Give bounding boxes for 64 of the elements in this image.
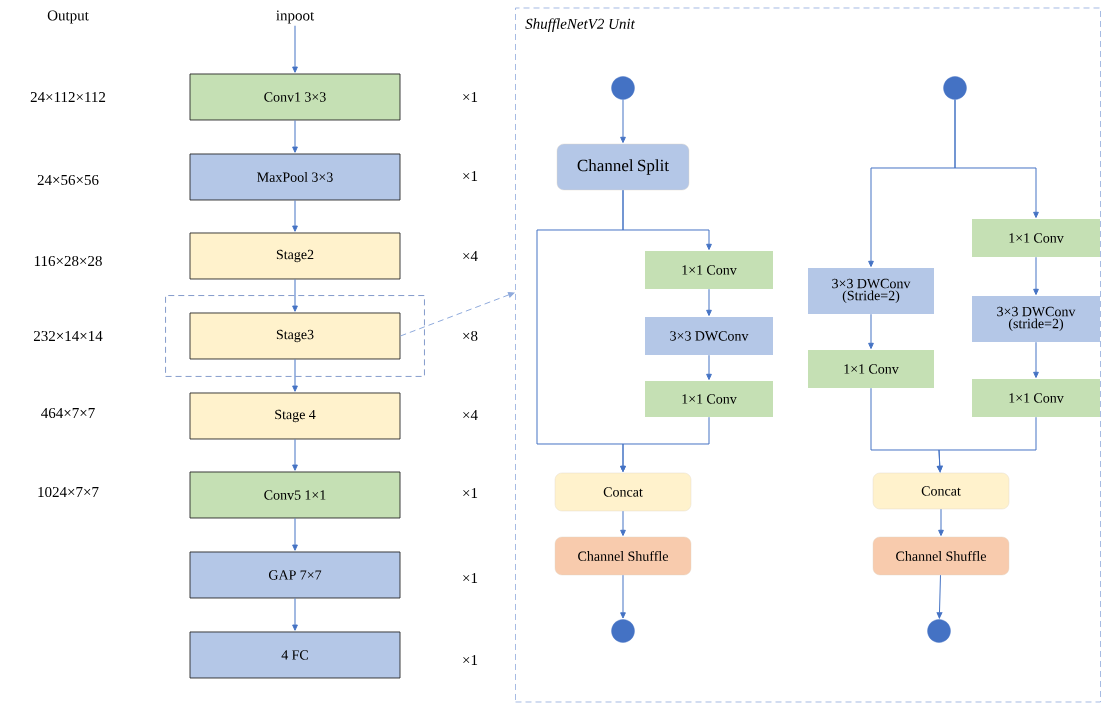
stage-box: Stage2 xyxy=(189,232,401,280)
arrow xyxy=(868,313,874,349)
repeat-count: ×8 xyxy=(463,330,478,342)
arrow xyxy=(620,510,626,536)
conv-box: 1×1 Conv xyxy=(972,219,1100,257)
arrow xyxy=(292,199,298,232)
terminal-dot xyxy=(927,619,951,643)
conv-box: 1×1 Conv xyxy=(645,381,773,417)
repeat-count: ×1 xyxy=(463,573,478,583)
layer-box: MaxPool 3×3 xyxy=(189,153,401,201)
conv-box: 1×1 Conv xyxy=(645,251,773,289)
output-size: 464×7×7 xyxy=(41,407,95,418)
repeat-count: ×4 xyxy=(463,251,478,261)
arrow xyxy=(620,574,626,619)
terminal-dot xyxy=(943,76,967,100)
arrow xyxy=(399,292,515,337)
terminal-dot xyxy=(611,619,635,643)
conv-box: 1×1 Conv xyxy=(972,379,1100,417)
arrow xyxy=(292,278,298,312)
arrow xyxy=(1033,341,1039,378)
arrow xyxy=(292,119,298,153)
arrow xyxy=(938,508,944,536)
conv-box: 3×3 DWConv (Stride=2) xyxy=(808,268,934,314)
layer-box: 4 FC xyxy=(189,631,401,679)
arrow xyxy=(936,574,943,619)
concat-box: Concat xyxy=(554,472,692,512)
output-size: 232×14×14 xyxy=(33,330,103,341)
arrow xyxy=(292,597,298,631)
repeat-count: ×1 xyxy=(463,488,478,498)
arrow xyxy=(706,288,712,316)
repeat-count: ×1 xyxy=(463,655,478,665)
arrow xyxy=(620,416,710,472)
output-size: 24×56×56 xyxy=(37,174,99,185)
arrow xyxy=(706,354,712,380)
column-heading: Output xyxy=(47,10,89,24)
concat-box: Concat xyxy=(872,472,1010,510)
arrow xyxy=(1033,256,1039,295)
arrow xyxy=(954,99,1039,218)
arrow xyxy=(292,438,298,471)
repeat-count: ×4 xyxy=(463,410,478,420)
arrow xyxy=(620,99,626,143)
stage-box: Stage 4 xyxy=(189,392,401,440)
arrow xyxy=(292,358,298,392)
layer-box: Conv1 3×3 xyxy=(189,73,401,121)
highlight-frame xyxy=(165,295,425,377)
repeat-count: ×1 xyxy=(463,92,478,102)
arrow xyxy=(292,25,298,73)
output-size: 116×28×28 xyxy=(34,255,102,267)
layer-box: GAP 7×7 xyxy=(189,551,401,599)
split-box: Channel Split xyxy=(556,143,690,191)
arrow xyxy=(936,416,1037,472)
conv-box: 3×3 DWConv (stride=2) xyxy=(972,296,1100,342)
shuffle-box: Channel Shuffle xyxy=(554,536,692,576)
layer-box: Conv5 1×1 xyxy=(189,471,401,519)
terminal-dot xyxy=(611,76,635,100)
input-label: inpoot xyxy=(276,10,315,24)
conv-box: 1×1 Conv xyxy=(808,350,934,388)
repeat-count: ×1 xyxy=(463,171,478,181)
output-size: 24×112×112 xyxy=(30,92,106,102)
shuffle-box: Channel Shuffle xyxy=(872,536,1010,576)
conv-box: 3×3 DWConv xyxy=(645,317,773,355)
stage-box: Stage3 xyxy=(189,312,401,360)
arrow xyxy=(292,517,298,551)
output-size: 1024×7×7 xyxy=(38,486,99,498)
